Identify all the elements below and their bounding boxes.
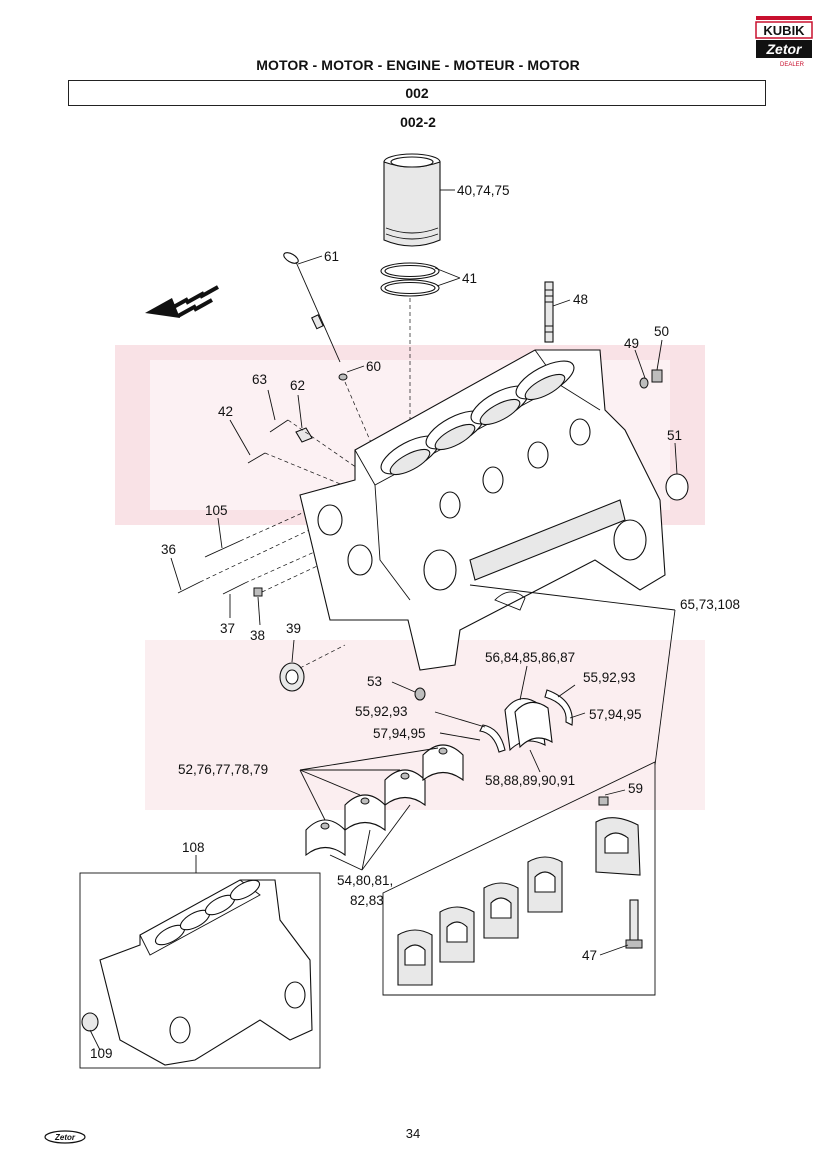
complete-block-box: [79, 872, 321, 1069]
callout-108: 108: [182, 840, 205, 855]
footer-zetor-logo: Zetor: [44, 1130, 86, 1144]
callout-49: 49: [624, 336, 639, 351]
callout-41: 41: [462, 271, 477, 286]
engine-block: [299, 349, 666, 671]
callout-109: 109: [90, 1046, 113, 1061]
page-number: 34: [405, 1126, 421, 1141]
callout-59: 59: [628, 781, 643, 796]
group-code: 002: [405, 85, 429, 101]
callout-54a: 54,80,81,: [337, 873, 393, 888]
callout-38: 38: [250, 628, 265, 643]
figure-code: 002-2: [400, 114, 436, 130]
cylinder-liner: [383, 153, 441, 247]
thrust-bearings: [479, 689, 573, 753]
page-title: MOTOR - MOTOR - ENGINE - MOTEUR - MOTOR: [256, 57, 580, 73]
callout-51: 51: [667, 428, 682, 443]
callout-48: 48: [573, 292, 588, 307]
callout-53: 53: [367, 674, 382, 689]
liner-sealing-rings: [380, 262, 440, 297]
callout-50: 50: [654, 324, 669, 339]
plug-50: [651, 369, 663, 383]
dipstick-seal: [338, 373, 348, 381]
callout-58: 58,88,89,90,91: [485, 773, 575, 788]
callout-57a: 57,94,95: [373, 726, 426, 741]
callout-57b: 57,94,95: [589, 707, 642, 722]
callout-39: 39: [286, 621, 301, 636]
callout-40: 40,74,75: [457, 183, 510, 198]
callout-37: 37: [220, 621, 235, 636]
callout-55a: 55,92,93: [355, 704, 408, 719]
leader-lines: [89, 189, 678, 1051]
callout-42: 42: [218, 404, 233, 419]
callout-36: 36: [161, 542, 176, 557]
main-bearing-shells: [305, 744, 464, 857]
callout-54b: 82,83: [350, 893, 384, 908]
main-bearing-caps-box: [382, 761, 656, 996]
plug-53: [414, 687, 426, 701]
logo-brand-top: KUBIK: [763, 23, 805, 38]
callout-105: 105: [205, 503, 228, 518]
callout-55b: 55,92,93: [583, 670, 636, 685]
callout-60: 60: [366, 359, 381, 374]
needle-bearing: [279, 662, 305, 692]
core-plug-51: [665, 473, 689, 501]
kubik-zetor-logo: KUBIK Zetor DEALER: [755, 16, 813, 68]
plug-49: [639, 377, 649, 389]
dipstick: [283, 252, 341, 363]
group-code-box: 002: [68, 80, 766, 106]
callout-labels: 40,74,75 41 61 48 49 50 60 63 62 42 51 1…: [90, 183, 740, 1061]
head-stud: [544, 281, 554, 343]
callout-61: 61: [324, 249, 339, 264]
callout-62: 62: [290, 378, 305, 393]
direction-arrow: [145, 285, 219, 318]
callout-56: 56,84,85,86,87: [485, 650, 575, 665]
footer-logo-text: Zetor: [54, 1133, 76, 1142]
logo-brand-tag: DEALER: [780, 62, 805, 68]
callout-63: 63: [252, 372, 267, 387]
logo-brand-bottom: Zetor: [766, 41, 804, 57]
callout-52: 52,76,77,78,79: [178, 762, 268, 777]
callout-47: 47: [582, 948, 597, 963]
callout-65: 65,73,108: [680, 597, 740, 612]
